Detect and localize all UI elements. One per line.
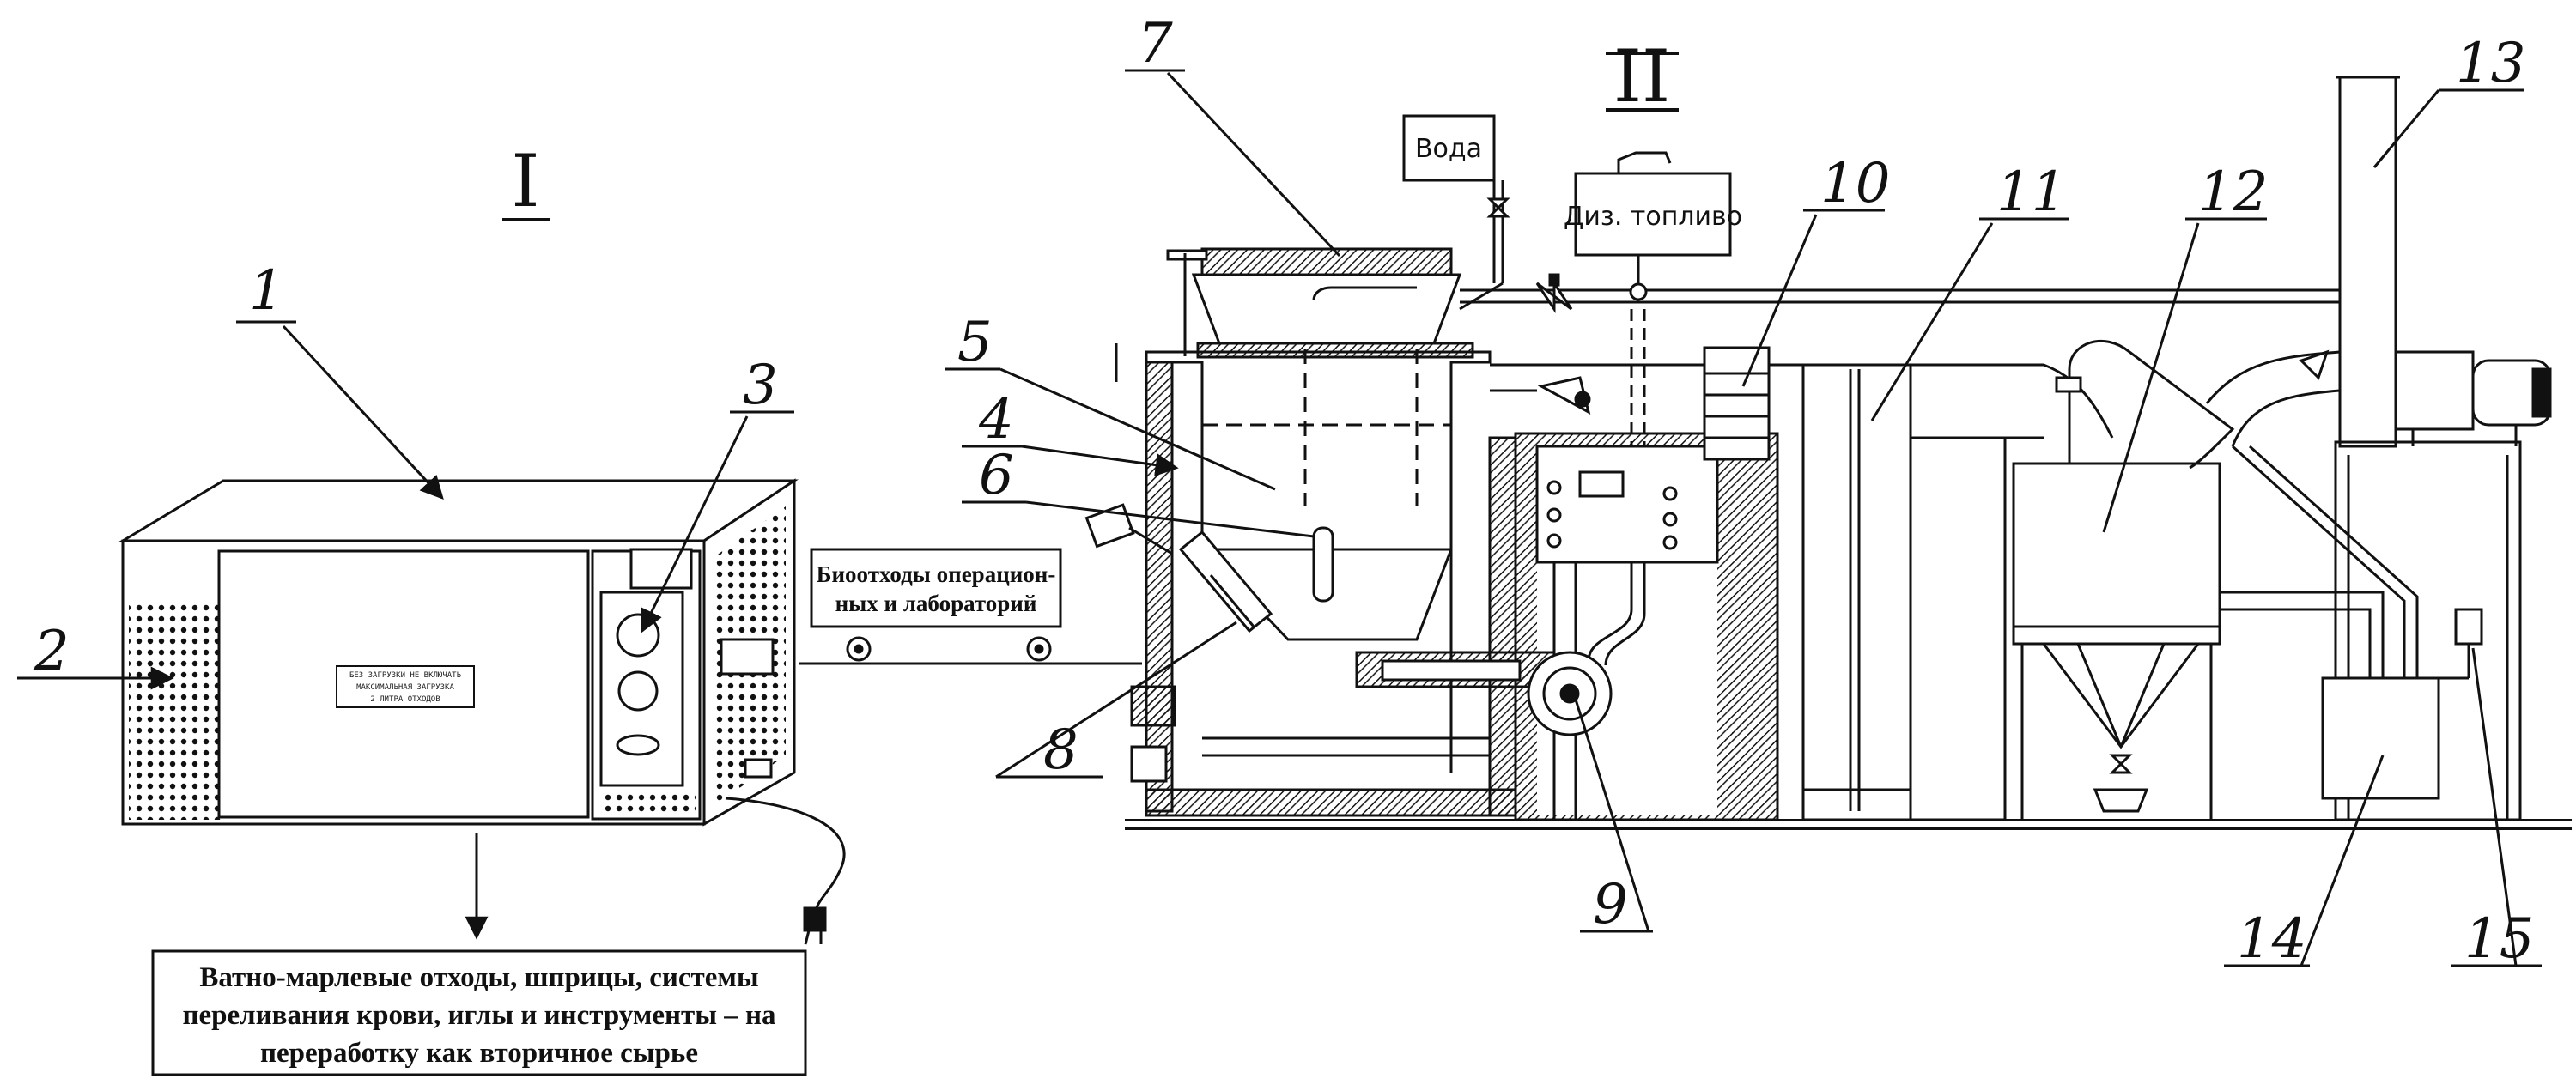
callout-3: 3 (641, 354, 794, 633)
svg-text:4: 4 (978, 388, 1014, 452)
sterilizer-panel-sign: БЕЗ ЗАГРУЗКИ НЕ ВКЛЮЧАТЬ МАКСИМАЛЬНАЯ ЗА… (336, 665, 475, 708)
callout-4: 4 (962, 388, 1179, 477)
section-i-label: I (502, 139, 550, 223)
biowaste-box: Биоотходы операцион- ных и лабораторий (810, 548, 1062, 628)
svg-text:I: I (511, 139, 539, 223)
power-cord (725, 797, 846, 945)
svg-text:13: 13 (2456, 32, 2525, 95)
svg-text:2: 2 (33, 620, 70, 683)
callout-9: 9 (1574, 699, 1653, 936)
callout-15: 15 (2451, 647, 2542, 971)
svg-text:9: 9 (1593, 873, 1628, 936)
svg-text:II: II (1613, 34, 1670, 118)
incinerator-lid (1166, 247, 1474, 359)
callout-13: 13 (2372, 32, 2525, 168)
svg-text:переливания крови, иглы и инст: переливания крови, иглы и инструменты – … (182, 1000, 775, 1031)
water-tank: Вода (1402, 114, 1510, 311)
svg-text:переработку как вторичное сырь: переработку как вторичное сырье (260, 1038, 698, 1069)
callout-6: 6 (962, 444, 1315, 538)
svg-text:ных и лабораторий: ных и лабораторий (835, 591, 1037, 616)
svg-text:3: 3 (743, 354, 778, 417)
svg-text:5: 5 (957, 311, 993, 374)
svg-text:Биоотходы операцион-: Биоотходы операцион- (817, 561, 1056, 587)
recycling-note-box: Ватно-марлевые отходы, шприцы, системы п… (151, 949, 807, 1076)
blower-fan (1355, 651, 1613, 736)
conveyor (799, 636, 1142, 665)
cyclone-separator (2012, 339, 2235, 820)
callout-5: 5 (945, 311, 1276, 491)
callout-11: 11 (1870, 161, 2069, 421)
svg-text:Вода: Вода (1415, 134, 1482, 164)
control-cabinet (1514, 432, 1779, 821)
collection-container (2220, 591, 2483, 800)
callout-10: 10 (1741, 152, 1890, 387)
svg-text:6: 6 (979, 444, 1014, 507)
svg-text:11: 11 (1996, 161, 2066, 224)
callout-8: 8 (995, 621, 1237, 782)
sterilizer-device (118, 478, 799, 827)
svg-text:10: 10 (1820, 152, 1890, 215)
svg-text:15: 15 (2464, 907, 2534, 971)
chimney (2205, 76, 2552, 821)
svg-text:2 ЛИТРА ОТХОДОВ: 2 ЛИТРА ОТХОДОВ (370, 695, 440, 704)
svg-text:МАКСИМАЛЬНАЯ ЗАГРУЗКА: МАКСИМАЛЬНАЯ ЗАГРУЗКА (356, 683, 454, 692)
callout-2: 2 (17, 620, 174, 690)
section-ii-label: II (1606, 34, 1679, 118)
callout-7: 7 (1125, 12, 1341, 258)
svg-text:Диз. топливо: Диз. топливо (1564, 202, 1742, 232)
svg-text:7: 7 (1138, 12, 1173, 76)
callout-14: 14 (2224, 755, 2385, 971)
callout-1: 1 (236, 259, 444, 500)
svg-text:БЕЗ ЗАГРУЗКИ НЕ ВКЛЮЧАТЬ: БЕЗ ЗАГРУЗКИ НЕ ВКЛЮЧАТЬ (349, 671, 462, 680)
svg-text:1: 1 (249, 259, 284, 323)
svg-text:12: 12 (2198, 161, 2268, 224)
fuel-line (1460, 273, 2370, 313)
svg-text:Ватно-марлевые отходы, шприцы,: Ватно-марлевые отходы, шприцы, системы (199, 962, 758, 993)
callout-12: 12 (2102, 161, 2268, 533)
incinerator-chamber (1084, 300, 1517, 817)
svg-text:14: 14 (2237, 907, 2306, 971)
exhaust-ducting (1490, 346, 2114, 821)
